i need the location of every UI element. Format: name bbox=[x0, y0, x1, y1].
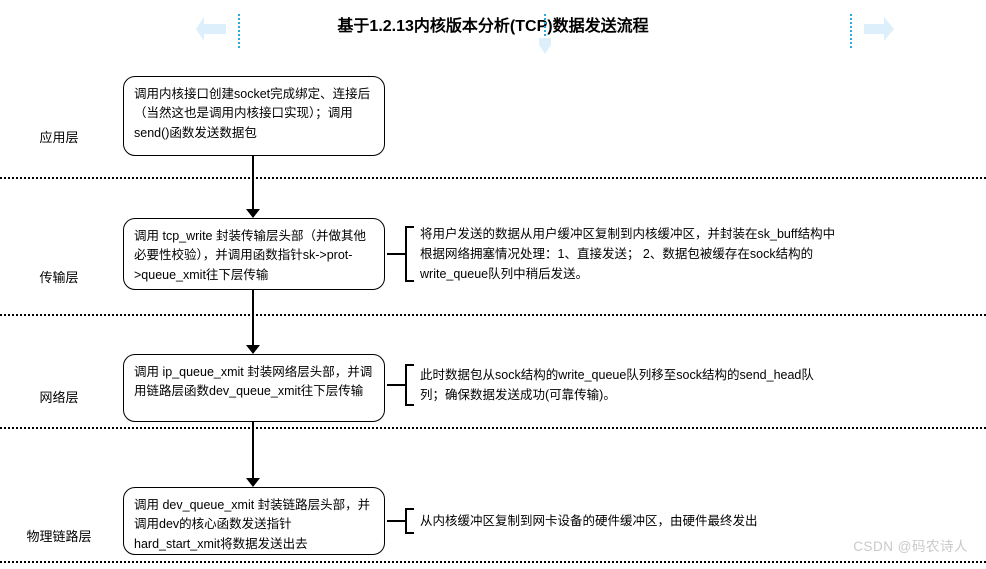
process-box-application[interactable]: 调用内核接口创建socket完成绑定、连接后（当然这也是调用内核接口实现）；调用… bbox=[123, 76, 385, 156]
connector-arrowhead-2 bbox=[246, 345, 260, 354]
process-box-link[interactable]: 调用 dev_queue_xmit 封装链路层头部，并调用dev的核心函数发送指… bbox=[123, 487, 385, 555]
annotation-stem bbox=[387, 520, 405, 522]
annotation-text: 此时数据包从sock结构的write_queue队列移至sock结构的send_… bbox=[420, 368, 814, 402]
annotation-stem bbox=[387, 384, 405, 386]
layer-divider bbox=[0, 177, 986, 179]
annotation-text: 从内核缓冲区复制到网卡设备的硬件缓冲区，由硬件最终发出 bbox=[420, 514, 758, 528]
watermark: CSDN @码农诗人 bbox=[853, 539, 968, 554]
connector-line-3 bbox=[252, 422, 254, 481]
layer-divider bbox=[0, 427, 986, 429]
annotation-bracket bbox=[405, 508, 414, 534]
annotation-bracket bbox=[405, 364, 414, 406]
layer-label-network: 网络层 bbox=[39, 390, 79, 405]
connector-line-1 bbox=[252, 156, 254, 212]
process-box-transport[interactable]: 调用 tcp_write 封装传输层头部（并做其他必要性校验），并调用函数指针s… bbox=[123, 218, 385, 290]
connector-line-2 bbox=[252, 290, 254, 348]
connector-arrowhead-3 bbox=[246, 478, 260, 487]
layer-divider bbox=[0, 561, 986, 563]
annotation-network: 此时数据包从sock结构的write_queue队列移至sock结构的send_… bbox=[387, 364, 814, 406]
annotation-bracket bbox=[405, 226, 414, 282]
annotation-stem bbox=[387, 253, 405, 255]
connector-arrowhead-1 bbox=[246, 209, 260, 218]
layer-label-link: 物理链路层 bbox=[26, 529, 92, 544]
annotation-link: 从内核缓冲区复制到网卡设备的硬件缓冲区，由硬件最终发出 bbox=[387, 508, 758, 534]
annotation-text: 将用户发送的数据从用户缓冲区复制到内核缓冲区，并封装在sk_buff结构中 根据… bbox=[420, 227, 836, 281]
process-box-network[interactable]: 调用 ip_queue_xmit 封装网络层头部，并调用链路层函数dev_que… bbox=[123, 354, 385, 422]
layer-label-application: 应用层 bbox=[39, 130, 79, 145]
layer-label-transport: 传输层 bbox=[39, 270, 79, 285]
layer-divider bbox=[0, 314, 986, 316]
page-title: 基于1.2.13内核版本分析(TCP)数据发送流程 bbox=[337, 18, 649, 35]
annotation-transport: 将用户发送的数据从用户缓冲区复制到内核缓冲区，并封装在sk_buff结构中 根据… bbox=[387, 226, 835, 282]
